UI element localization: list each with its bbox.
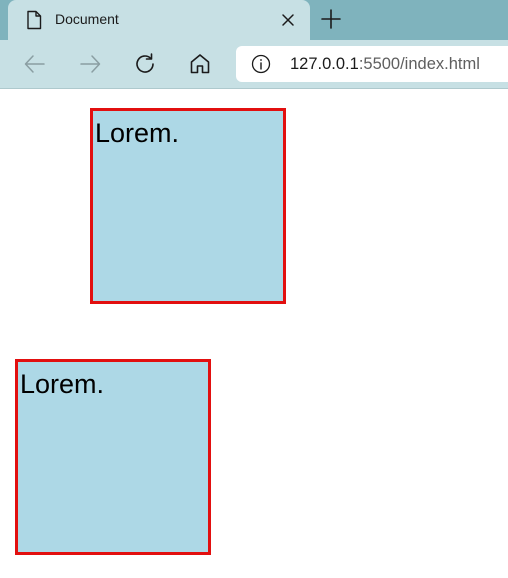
browser-toolbar: 127.0.0.1:5500/index.html <box>0 40 508 89</box>
browser-tabstrip: Document <box>0 0 508 40</box>
info-icon[interactable] <box>250 53 272 75</box>
document-icon <box>25 10 43 30</box>
tab-title: Document <box>55 11 119 27</box>
box-1-text: Lorem. <box>95 118 180 148</box>
close-icon[interactable] <box>276 8 300 32</box>
refresh-icon[interactable] <box>132 51 158 77</box>
home-icon[interactable] <box>187 51 213 77</box>
plus-icon[interactable] <box>318 6 344 32</box>
arrow-right-icon[interactable] <box>77 51 103 77</box>
content-box-2: Lorem. <box>15 359 211 555</box>
box-2-text: Lorem. <box>20 369 105 399</box>
browser-tab[interactable]: Document <box>8 0 310 40</box>
page-viewport: Lorem. Lorem. <box>0 89 508 578</box>
address-url: 127.0.0.1:5500/index.html <box>290 55 480 74</box>
address-bar[interactable]: 127.0.0.1:5500/index.html <box>236 46 508 82</box>
arrow-left-icon[interactable] <box>22 51 48 77</box>
address-path: :5500/index.html <box>358 55 480 73</box>
content-box-1: Lorem. <box>90 108 286 304</box>
address-host: 127.0.0.1 <box>290 55 359 73</box>
